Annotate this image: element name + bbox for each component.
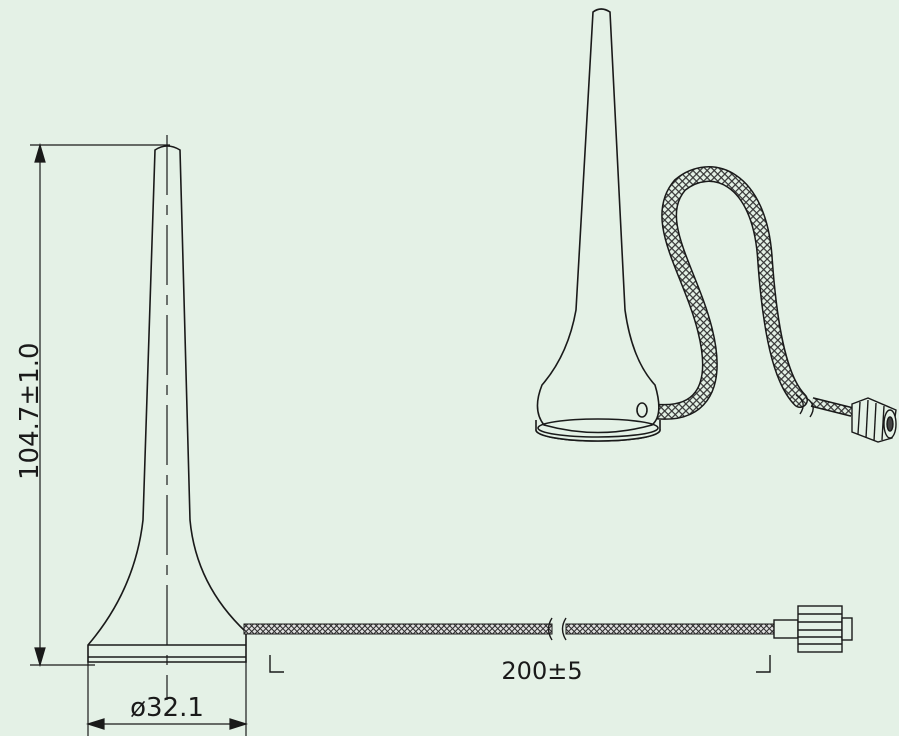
cable-break-icon — [547, 617, 553, 641]
magnetic-base-antenna-icon — [535, 8, 808, 442]
antenna-body — [87, 145, 247, 663]
perspective-cable-tail — [795, 394, 854, 418]
sma-connector-icon — [773, 605, 853, 653]
sma-connector-perspective-icon — [851, 397, 897, 443]
diameter-dimension — [85, 660, 249, 736]
front-view-cable — [243, 617, 775, 641]
front-view-antenna — [87, 135, 247, 700]
cable-length-dimension — [269, 655, 771, 673]
cable-length-label: 200±5 — [501, 657, 582, 685]
height-label: 104.7±1.0 — [15, 342, 45, 480]
diameter-label: ø32.1 — [130, 693, 204, 723]
height-dimension — [30, 142, 170, 668]
